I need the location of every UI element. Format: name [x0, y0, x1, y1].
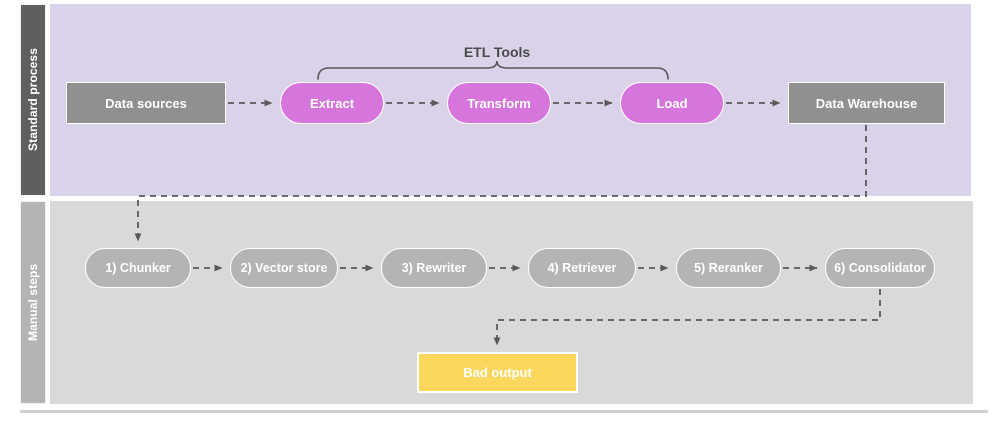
node-chunker[interactable]: 1) Chunker	[85, 248, 191, 288]
lane-label-manual-steps: Manual steps	[20, 201, 46, 404]
lane-label-standard-process: Standard process	[20, 4, 46, 196]
node-data-sources[interactable]: Data sources	[66, 82, 226, 124]
node-retriever[interactable]: 4) Retriever	[528, 248, 636, 288]
node-consolidator[interactable]: 6) Consolidator	[825, 248, 935, 288]
node-bad-output[interactable]: Bad output	[417, 352, 578, 393]
node-rewriter[interactable]: 3) Rewriter	[381, 248, 487, 288]
node-data-warehouse[interactable]: Data Warehouse	[788, 82, 945, 124]
node-reranker[interactable]: 5) Reranker	[676, 248, 781, 288]
node-transform[interactable]: Transform	[447, 82, 551, 124]
node-load[interactable]: Load	[620, 82, 724, 124]
etl-tools-label: ETL Tools	[463, 44, 531, 60]
node-extract[interactable]: Extract	[280, 82, 384, 124]
bottom-divider	[20, 410, 988, 413]
node-vector-store[interactable]: 2) Vector store	[230, 248, 338, 288]
